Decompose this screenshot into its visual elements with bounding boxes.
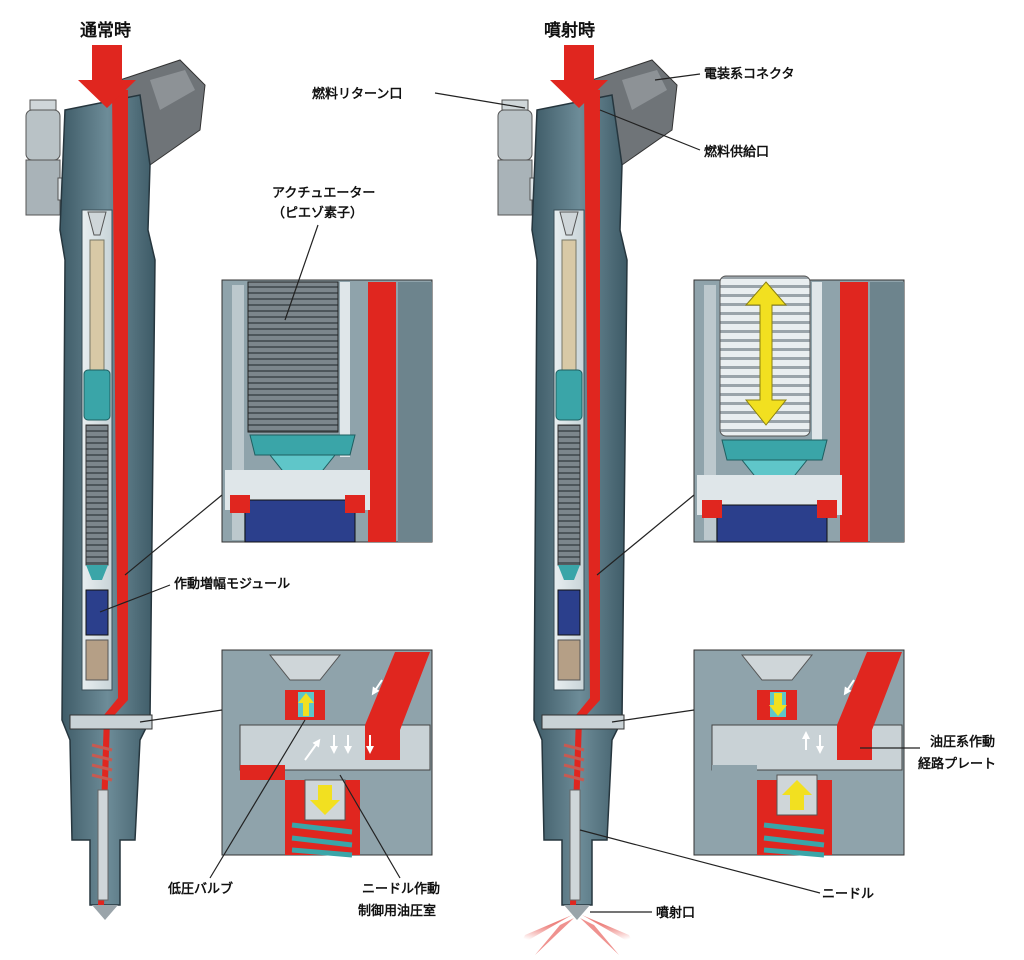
inset-valve-injection <box>693 649 905 858</box>
inset-piezo-injection <box>693 275 905 543</box>
label-hydraulic-plate-line1: 油圧系作動 <box>930 734 995 750</box>
label-actuator-line1: アクチュエーター <box>272 186 375 201</box>
fuel-inlet-arrow <box>78 45 136 108</box>
arrow-down <box>310 785 340 815</box>
heading-normal: 通常時 <box>80 20 131 41</box>
label-needle-chamber-line2: 制御用油圧室 <box>358 903 436 919</box>
inset-valve-normal <box>221 649 433 858</box>
label-connector: 電装系コネクタ <box>704 66 794 82</box>
label-low-pressure-valve: 低圧バルブ <box>167 881 233 897</box>
fuel-spray <box>520 915 572 945</box>
arrow-up <box>782 780 812 810</box>
expansion-arrow <box>744 281 788 426</box>
arrow-down <box>769 693 787 716</box>
fuel-inlet-arrow <box>550 45 608 108</box>
fuel-spray <box>582 915 634 945</box>
inset-piezo-normal <box>221 279 433 543</box>
injector-injection <box>497 45 678 955</box>
label-supply-port: 燃料供給口 <box>704 144 769 160</box>
label-actuator-line2: （ピエゾ素子） <box>272 205 363 221</box>
label-amp-module: 作動増幅モジュール <box>174 576 290 592</box>
fuel-supply-line <box>570 90 600 905</box>
injector-normal <box>25 45 206 920</box>
label-return-port: 燃料リターン口 <box>312 86 402 102</box>
arrow-up <box>298 693 314 716</box>
leader-lines <box>99 73 920 913</box>
label-needle-chamber-line1: ニードル作動 <box>362 881 440 897</box>
fuel-supply-line <box>98 90 128 905</box>
return-port-fitting <box>497 99 561 216</box>
label-nozzle: 噴射口 <box>656 905 695 921</box>
label-needle: ニードル <box>822 887 874 902</box>
heading-injection: 噴射時 <box>544 20 595 41</box>
label-hydraulic-plate-line2: 経路プレート <box>918 756 996 772</box>
